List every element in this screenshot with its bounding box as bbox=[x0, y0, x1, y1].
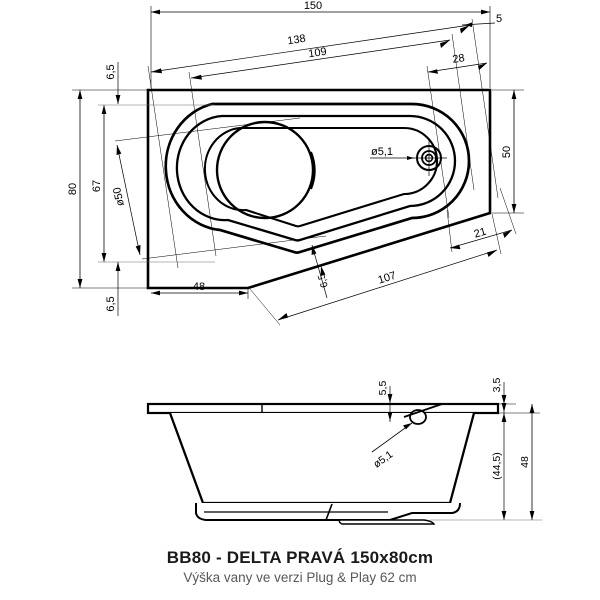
plan-bowl-step-arc bbox=[310, 151, 316, 190]
dim-150-arrow-right bbox=[481, 9, 490, 15]
section-body-outline bbox=[168, 412, 476, 505]
dim-48-section-label: 48 bbox=[519, 456, 531, 468]
plan-view: ø5,1 150 5 138 109 bbox=[67, 0, 524, 326]
dim-48-arrow-left bbox=[151, 290, 160, 296]
dim-138-arrow-left bbox=[151, 68, 162, 74]
dim-d50-line bbox=[116, 144, 141, 256]
dim-d50-arrow-bottom bbox=[135, 245, 141, 255]
dim-65-top-arrow bbox=[115, 95, 121, 104]
dim-150-label: 150 bbox=[304, 0, 322, 12]
dim-21-arrow-right bbox=[503, 230, 512, 238]
section-drain-leader-arrow bbox=[403, 423, 412, 430]
dim-55-label: 5,5 bbox=[377, 381, 389, 396]
dim-65-angled-arrow2 bbox=[320, 266, 326, 276]
dim-65-top-label: 6,5 bbox=[105, 64, 117, 79]
dim-48-arrow-right bbox=[239, 290, 248, 296]
dim-5-label: 5 bbox=[496, 13, 502, 25]
dim-21-ext-a bbox=[446, 209, 453, 253]
dim-107-line bbox=[277, 249, 498, 321]
dim-80-label: 80 bbox=[67, 183, 79, 195]
dim-80-arrow-top bbox=[77, 90, 83, 99]
dim-35-label: 3,5 bbox=[491, 378, 503, 393]
dim-21-line bbox=[449, 229, 513, 249]
dim-55-arrow-bottom bbox=[387, 412, 393, 421]
dim-138-label: 138 bbox=[287, 33, 307, 48]
dim-107-ext-right bbox=[491, 213, 502, 255]
dim-107-arrow-right bbox=[487, 250, 497, 257]
dim-28-arrow-left bbox=[428, 69, 438, 74]
dim-50-arrow-bottom bbox=[511, 204, 517, 213]
dim-109-ext-b bbox=[451, 33, 475, 191]
plan-bowl-circle bbox=[215, 120, 315, 220]
dim-d50-arrow-top bbox=[116, 145, 122, 155]
dim-445-arrow-top bbox=[501, 413, 507, 422]
dim-138-ext-b bbox=[471, 18, 499, 199]
dim-28-label: 28 bbox=[452, 52, 466, 66]
dim-445-arrow-bottom bbox=[501, 511, 507, 520]
dim-109-arrow-right bbox=[440, 40, 450, 48]
dim-109-ext-a bbox=[188, 71, 217, 257]
dim-109-line bbox=[190, 39, 451, 79]
dim-67-arrow-bottom bbox=[101, 253, 107, 262]
dim-138-line bbox=[150, 24, 471, 73]
plan-rim-outer-curve bbox=[164, 102, 471, 254]
dim-d50-ext-top bbox=[114, 117, 301, 142]
dim-150-arrow-left bbox=[151, 9, 160, 15]
dim-80-arrow-bottom bbox=[77, 279, 83, 288]
dim-65-bottom-label: 6,5 bbox=[105, 296, 117, 311]
dim-67-arrow-top bbox=[101, 105, 107, 114]
dim-48-section-arrow-bottom bbox=[529, 511, 535, 520]
dim-109-label: 109 bbox=[308, 46, 328, 61]
dim-d50-ext-bottom bbox=[141, 235, 327, 260]
dim-138-arrow-right bbox=[460, 25, 470, 34]
dim-65-angled-label: 6,5 bbox=[316, 272, 331, 289]
section-base-step bbox=[325, 503, 333, 521]
product-title: BB80 - DELTA PRAVÁ 150x80cm bbox=[166, 548, 434, 567]
dim-65-angled-arrow bbox=[311, 245, 317, 255]
dim-107-arrow-left bbox=[278, 313, 288, 320]
dim-445-label: (44,5) bbox=[491, 452, 503, 479]
product-subtitle: Výška vany ve verzi Plug & Play 62 cm bbox=[183, 570, 417, 585]
dim-107-label: 107 bbox=[377, 270, 398, 287]
dim-48-label: 48 bbox=[193, 281, 205, 293]
dim-50-label: 50 bbox=[501, 146, 513, 158]
dim-107-ext-left bbox=[249, 288, 281, 326]
plan-drain-leader-arrow bbox=[407, 156, 414, 160]
dim-50-arrow-top bbox=[511, 90, 517, 99]
dim-35-arrow-top bbox=[501, 395, 507, 404]
section-drain-slope bbox=[403, 403, 443, 418]
dim-65-bottom-arrow bbox=[115, 262, 121, 271]
dim-109-arrow-left bbox=[191, 74, 202, 80]
dim-138-ext-a bbox=[147, 65, 179, 269]
caption-block: BB80 - DELTA PRAVÁ 150x80cm Výška vany v… bbox=[0, 548, 600, 587]
dim-67-label: 67 bbox=[91, 180, 103, 192]
section-view: ø5,1 5,5 3,5 (44,5) 48 bbox=[146, 378, 542, 525]
dim-48-section-arrow-top bbox=[529, 404, 535, 413]
dim-d50-label: ø50 bbox=[111, 186, 127, 207]
plan-rim-inner-curve bbox=[175, 114, 457, 242]
dim-28-line bbox=[427, 62, 488, 73]
dim-21-arrow-left bbox=[450, 244, 461, 250]
section-rim-slab bbox=[146, 402, 500, 415]
dim-55-arrow-top bbox=[387, 394, 393, 403]
dim-21-ext-b bbox=[499, 187, 517, 235]
plan-outer-shell-outline bbox=[146, 88, 492, 290]
dim-21-label: 21 bbox=[473, 226, 488, 241]
dim-28-arrow-right bbox=[478, 63, 487, 71]
dim-28-ext-a bbox=[426, 65, 450, 219]
dim-35-arrow-bottom bbox=[501, 403, 507, 412]
plan-drain-diameter-label: ø5,1 bbox=[371, 146, 393, 158]
section-foot-right bbox=[338, 519, 436, 525]
dim-5-arrow bbox=[465, 22, 472, 27]
